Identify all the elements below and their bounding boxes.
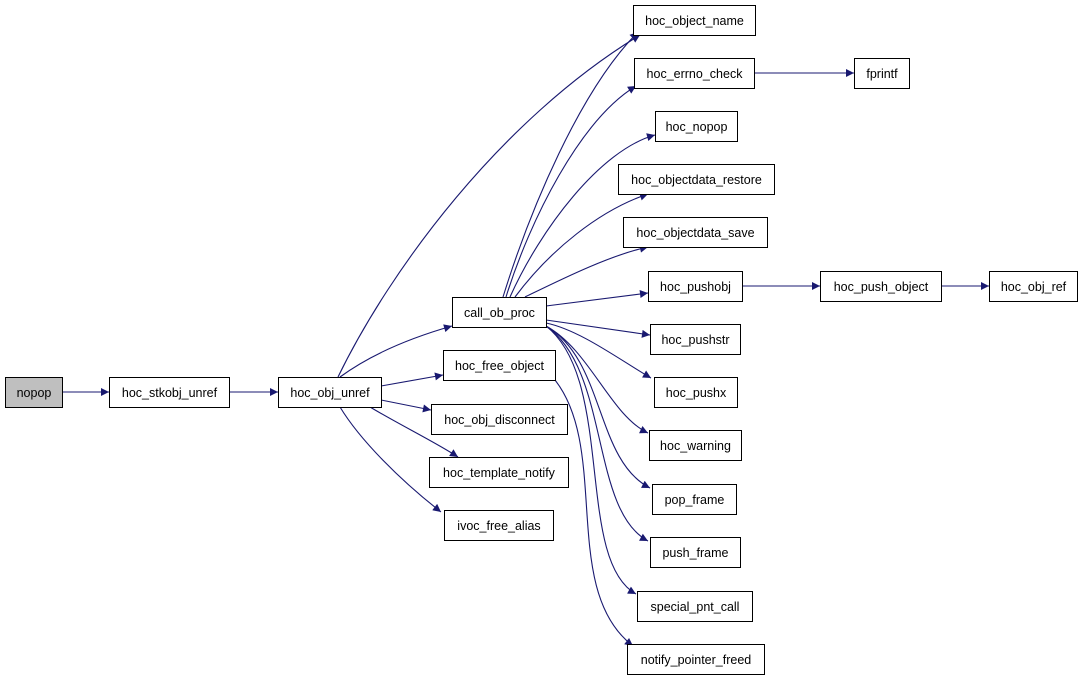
- node-label: fprintf: [866, 67, 898, 81]
- node-pop_frame[interactable]: pop_frame: [652, 484, 737, 515]
- node-label: pop_frame: [665, 493, 725, 507]
- node-box[interactable]: [650, 537, 741, 568]
- node-hoc_pushx[interactable]: hoc_pushx: [654, 377, 738, 408]
- edge-call_ob_proc-to-hoc_pushstr: [545, 319, 651, 338]
- node-box[interactable]: [278, 377, 382, 408]
- node-label: hoc_obj_unref: [290, 386, 370, 400]
- edge-hoc_obj_unref-to-hoc_template_notify: [369, 406, 459, 458]
- edge-call_ob_proc-to-hoc_objectdata_save: [524, 244, 649, 298]
- edge-call_ob_proc-to-hoc_objectdata_restore: [514, 192, 649, 298]
- node-box[interactable]: [429, 457, 569, 488]
- node-label: hoc_pushobj: [660, 280, 731, 294]
- nodes: nopop hoc_stkobj_unref hoc_obj_unref call_o…: [5, 5, 1078, 675]
- node-hoc_warning[interactable]: hoc_warning: [649, 430, 742, 461]
- node-box[interactable]: [452, 297, 547, 328]
- edge-call_ob_proc-to-hoc_pushobj: [545, 290, 649, 307]
- node-box[interactable]: [652, 484, 737, 515]
- node-label: hoc_template_notify: [443, 466, 556, 480]
- node-box[interactable]: [618, 164, 775, 195]
- node-label: hoc_errno_check: [647, 67, 744, 81]
- node-hoc_obj_disconnect[interactable]: hoc_obj_disconnect: [431, 404, 568, 435]
- node-box[interactable]: [633, 5, 756, 36]
- node-hoc_free_object[interactable]: hoc_free_object: [443, 350, 556, 381]
- node-box[interactable]: [623, 217, 768, 248]
- edge-call_ob_proc-to-hoc_pushx: [545, 322, 652, 379]
- node-hoc_pushobj[interactable]: hoc_pushobj: [648, 271, 743, 302]
- node-hoc_push_object[interactable]: hoc_push_object: [820, 271, 942, 302]
- node-ivoc_free_alias[interactable]: ivoc_free_alias: [444, 510, 554, 541]
- node-label: hoc_pushx: [666, 386, 727, 400]
- node-label: hoc_object_name: [645, 14, 744, 28]
- node-box[interactable]: [650, 324, 741, 355]
- node-hoc_objectdata_save[interactable]: hoc_objectdata_save: [623, 217, 768, 248]
- node-box[interactable]: [444, 510, 554, 541]
- node-label: hoc_stkobj_unref: [122, 386, 218, 400]
- edge-hoc_obj_unref-to-call_ob_proc: [339, 324, 453, 378]
- node-label: hoc_free_object: [455, 359, 544, 373]
- node-hoc_object_name[interactable]: hoc_object_name: [633, 5, 756, 36]
- node-label: hoc_objectdata_restore: [631, 173, 762, 187]
- node-hoc_stkobj_unref[interactable]: hoc_stkobj_unref: [109, 377, 230, 408]
- node-special_pnt_call[interactable]: special_pnt_call: [637, 591, 753, 622]
- node-box[interactable]: [109, 377, 230, 408]
- edge-call_ob_proc-to-hoc_errno_check: [505, 85, 637, 298]
- edge-call_ob_proc-to-hoc_object_name: [502, 31, 639, 298]
- node-box[interactable]: [820, 271, 942, 302]
- node-nopop[interactable]: nopop: [5, 377, 63, 408]
- node-call_ob_proc[interactable]: call_ob_proc: [452, 297, 547, 328]
- node-hoc_errno_check[interactable]: hoc_errno_check: [634, 58, 755, 89]
- node-box[interactable]: [655, 111, 738, 142]
- node-box[interactable]: [634, 58, 755, 89]
- node-hoc_pushstr[interactable]: hoc_pushstr: [650, 324, 741, 355]
- edge-hoc_free_object-to-notify_pointer_freed: [554, 379, 634, 647]
- node-label: call_ob_proc: [464, 306, 535, 320]
- node-fprintf[interactable]: fprintf: [854, 58, 910, 89]
- node-box[interactable]: [989, 271, 1078, 302]
- node-hoc_nopop[interactable]: hoc_nopop: [655, 111, 738, 142]
- node-hoc_obj_unref[interactable]: hoc_obj_unref: [278, 377, 382, 408]
- edge-hoc_obj_unref-to-ivoc_free_alias: [339, 406, 442, 513]
- node-label: hoc_pushstr: [661, 333, 729, 347]
- edge-hoc_obj_unref-to-hoc_obj_disconnect: [380, 399, 432, 413]
- edge-hoc_obj_unref-to-hoc_free_object: [380, 372, 444, 387]
- node-box[interactable]: [627, 644, 765, 675]
- node-label: hoc_nopop: [666, 120, 728, 134]
- node-label: nopop: [17, 386, 52, 400]
- node-label: special_pnt_call: [651, 600, 740, 614]
- node-label: hoc_objectdata_save: [636, 226, 754, 240]
- node-label: ivoc_free_alias: [457, 519, 540, 533]
- node-box[interactable]: [854, 58, 910, 89]
- node-label: hoc_obj_disconnect: [444, 413, 555, 427]
- edges: [62, 31, 989, 647]
- node-hoc_template_notify[interactable]: hoc_template_notify: [429, 457, 569, 488]
- node-notify_pointer_freed[interactable]: notify_pointer_freed: [627, 644, 765, 675]
- node-box[interactable]: [654, 377, 738, 408]
- edge-call_ob_proc-to-pop_frame: [545, 325, 651, 489]
- node-hoc_obj_ref[interactable]: hoc_obj_ref: [989, 271, 1078, 302]
- edge-call_ob_proc-to-push_frame: [545, 325, 649, 542]
- node-label: hoc_push_object: [834, 280, 929, 294]
- node-label: push_frame: [662, 546, 728, 560]
- edge-hoc_obj_unref-to-hoc_object_name: [337, 34, 641, 378]
- node-box[interactable]: [648, 271, 743, 302]
- node-label: notify_pointer_freed: [641, 653, 752, 667]
- edge-call_ob_proc-to-hoc_nopop: [509, 133, 656, 298]
- node-box[interactable]: [649, 430, 742, 461]
- node-box[interactable]: [431, 404, 568, 435]
- node-box[interactable]: [443, 350, 556, 381]
- node-label: hoc_obj_ref: [1001, 280, 1067, 294]
- node-box[interactable]: [5, 377, 63, 408]
- node-push_frame[interactable]: push_frame: [650, 537, 741, 568]
- node-hoc_objectdata_restore[interactable]: hoc_objectdata_restore: [618, 164, 775, 195]
- node-label: hoc_warning: [660, 439, 731, 453]
- node-box[interactable]: [637, 591, 753, 622]
- edge-call_ob_proc-to-special_pnt_call: [545, 325, 637, 595]
